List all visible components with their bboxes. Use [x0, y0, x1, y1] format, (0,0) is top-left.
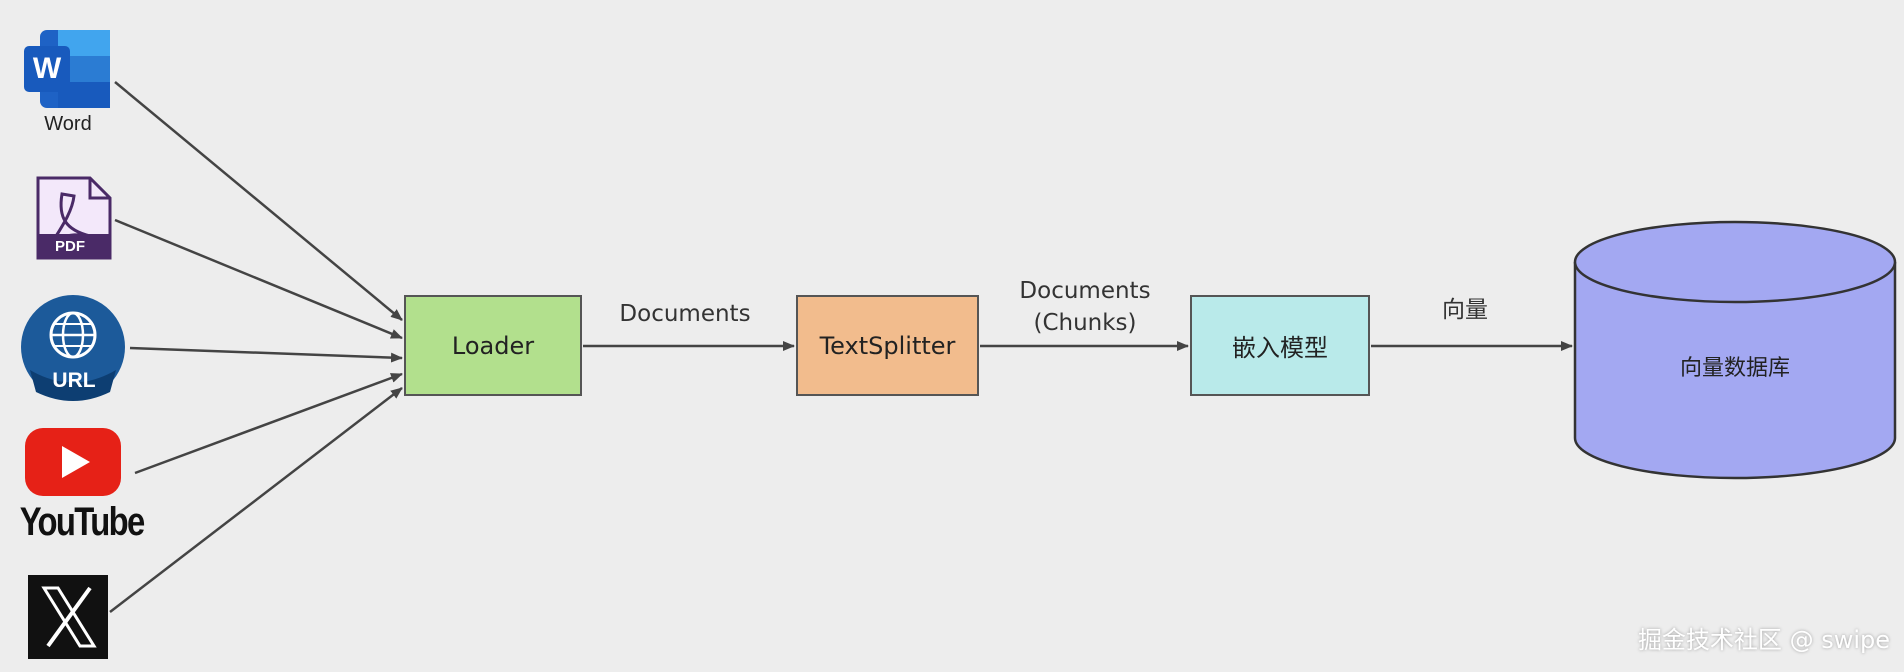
loader-node: Loader [404, 295, 582, 396]
pdf-icon [36, 176, 112, 260]
url-label: URL [52, 369, 96, 392]
word-label: Word [44, 113, 92, 135]
edge-label-documents-chunks: Documents (Chunks) [990, 275, 1180, 339]
pdf-label: PDF [55, 238, 85, 255]
youtube-icon [25, 428, 121, 496]
svg-text:W: W [33, 52, 62, 85]
loader-label: Loader [451, 331, 535, 360]
arrow-word-to-loader [114, 81, 403, 321]
embedding-model-label: 嵌入模型 [1232, 334, 1328, 362]
arrow-pdf-to-loader [114, 218, 403, 340]
youtube-label: YouTube [19, 500, 146, 544]
text-splitter-label: TextSplitter [819, 331, 956, 360]
word-icon: W [24, 30, 110, 108]
arrow-youtube-to-loader [134, 372, 403, 475]
arrow-url-to-loader [129, 346, 403, 363]
globe-icon [21, 295, 125, 401]
edge-label-vectors: 向量 [1442, 297, 1488, 323]
x-logo-icon [28, 575, 108, 659]
arrow-x-to-loader [109, 387, 403, 613]
vector-db-label: 向量数据库 [1679, 356, 1790, 381]
vector-db-cylinder [1573, 220, 1897, 480]
edge-label-documents: Documents [619, 301, 751, 327]
embedding-model-node: 嵌入模型 [1190, 295, 1370, 396]
watermark: 掘金技术社区 @ swipe [1637, 626, 1890, 654]
edge-label-chunks-line1: Documents [1019, 278, 1151, 304]
edge-label-chunks-line2: (Chunks) [1033, 310, 1137, 336]
text-splitter-node: TextSplitter [796, 295, 979, 396]
